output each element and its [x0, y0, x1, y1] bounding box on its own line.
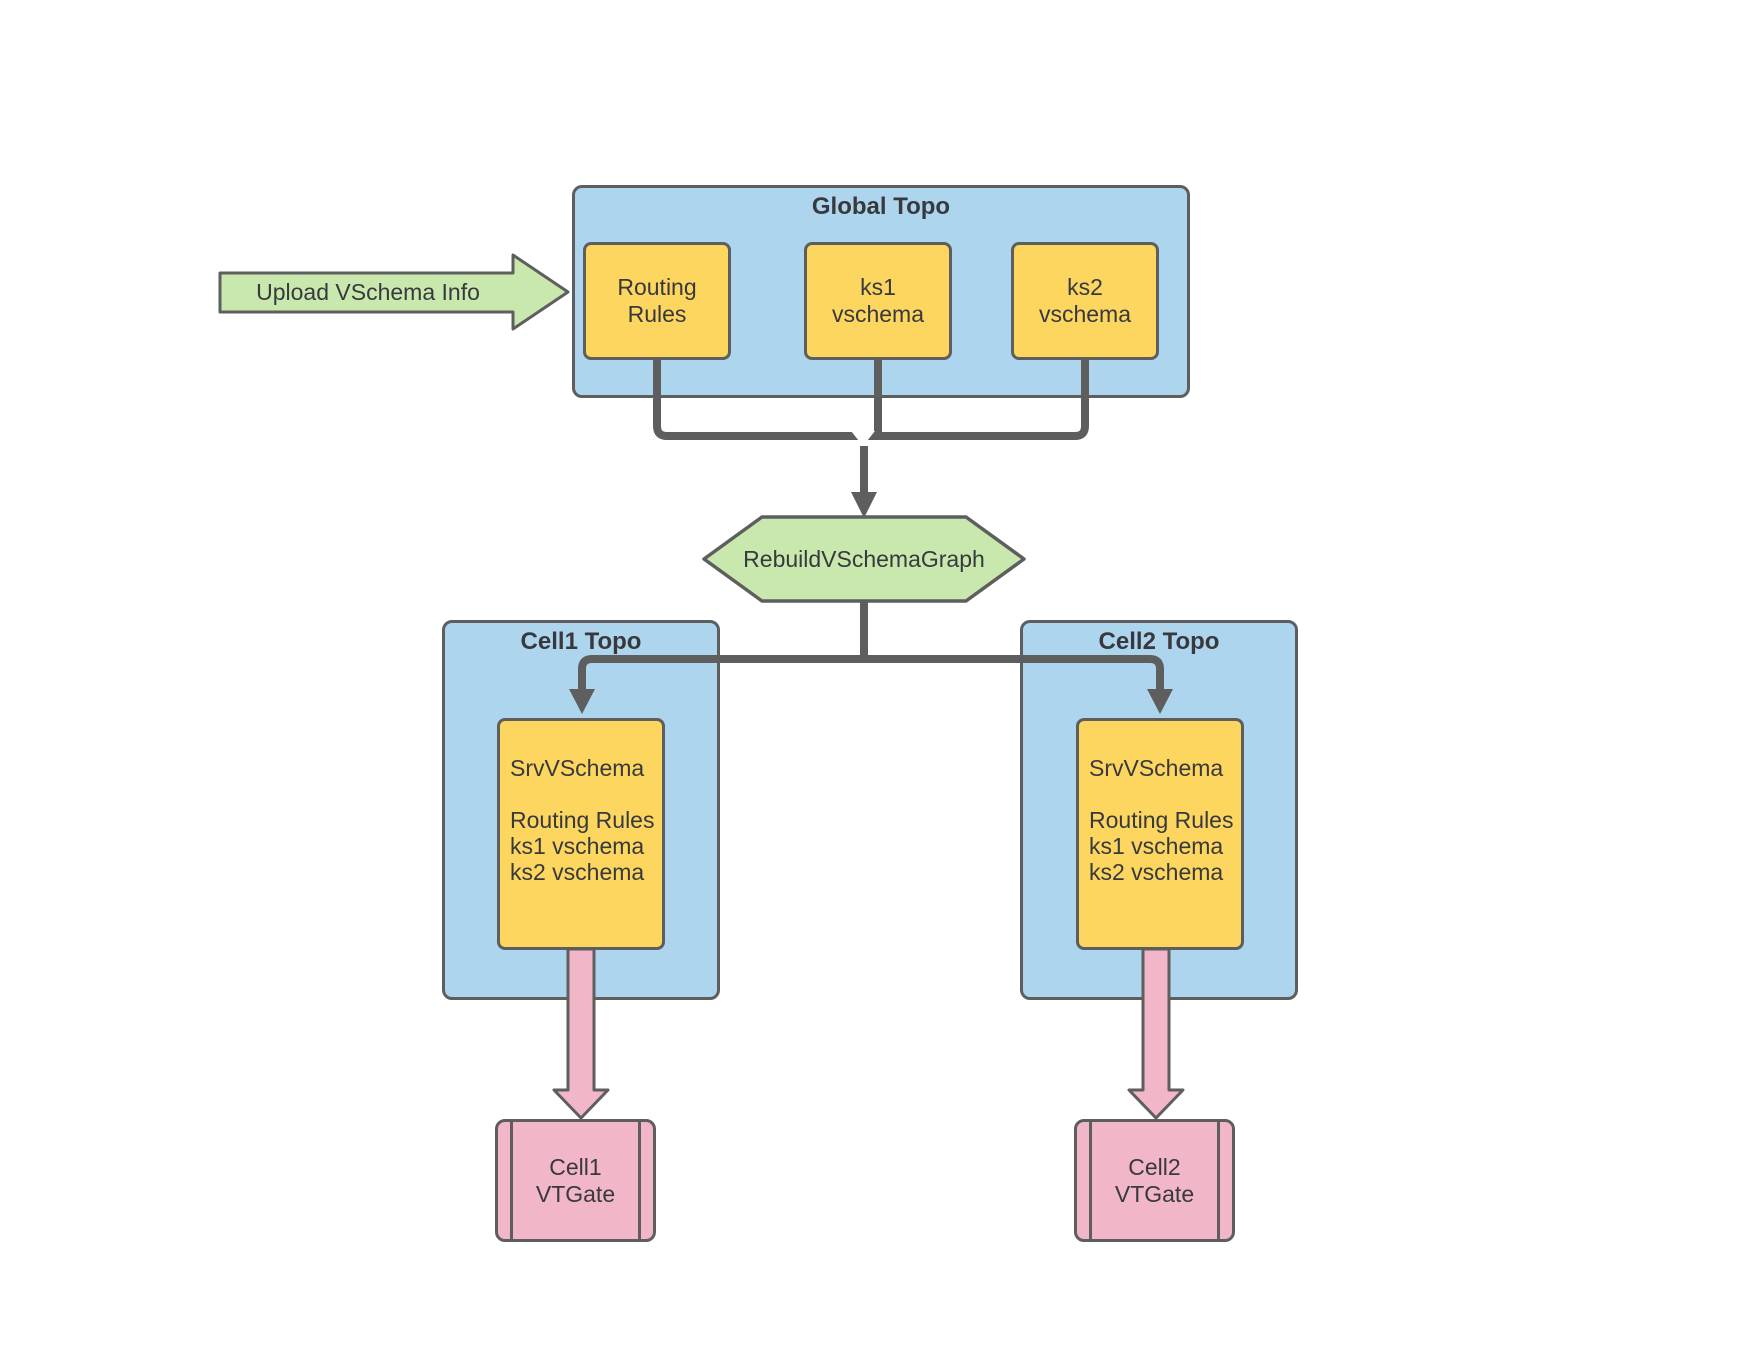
store-line: ks1 vschema [510, 833, 645, 859]
store-line [1089, 781, 1235, 807]
vtgate-left-rail [1089, 1122, 1092, 1239]
vtgate-right-rail [638, 1122, 641, 1239]
upload-arrow-label: Upload VSchema Info [256, 279, 480, 305]
vtgate-left-rail [510, 1122, 513, 1239]
arrowhead-down-icon [851, 492, 877, 518]
node-label: vschema [1038, 301, 1132, 327]
node-label: Routing [617, 274, 697, 300]
node-label: ks1 [860, 274, 896, 300]
cell1-topo-title: Cell1 Topo [520, 628, 642, 655]
node-label: ks2 [1067, 274, 1103, 300]
bus-junction-notch [851, 431, 875, 446]
vtgate-right-rail [1217, 1122, 1220, 1239]
store-line: SrvVSchema [1089, 755, 1224, 781]
vtgate-label: Cell1 [549, 1153, 602, 1180]
rebuild-vschemagraph-label: RebuildVSchemaGraph [743, 546, 985, 572]
vtgate-label: VTGate [1114, 1180, 1195, 1207]
node-label: Rules [627, 301, 687, 327]
node-routing-rules: Routing Rules [583, 242, 731, 360]
node-ks2-vschema: ks2 vschema [1011, 242, 1159, 360]
cell2-topo-title: Cell2 Topo [1098, 628, 1220, 655]
store-line: ks2 vschema [1089, 859, 1224, 885]
cell1-srvvschema-node: SrvVSchema Routing Rules ks1 vschema ks2… [497, 718, 665, 950]
cell1-vtgate-node: Cell1 VTGate [495, 1119, 656, 1242]
node-ks1-vschema: ks1 vschema [804, 242, 952, 360]
store-line: Routing Rules [1089, 807, 1234, 833]
split-junction-notch [850, 655, 874, 669]
cell2-vtgate-node: Cell2 VTGate [1074, 1119, 1235, 1242]
node-label: vschema [831, 301, 925, 327]
store-line: ks2 vschema [510, 859, 645, 885]
store-line: Routing Rules [510, 807, 655, 833]
store-line: SrvVSchema [510, 755, 645, 781]
global-topo-title: Global Topo [811, 193, 951, 220]
vtgate-label: VTGate [535, 1180, 616, 1207]
cell2-srvvschema-node: SrvVSchema Routing Rules ks1 vschema ks2… [1076, 718, 1244, 950]
store-line: ks1 vschema [1089, 833, 1224, 859]
store-line [510, 781, 656, 807]
vtgate-label: Cell2 [1128, 1153, 1181, 1180]
